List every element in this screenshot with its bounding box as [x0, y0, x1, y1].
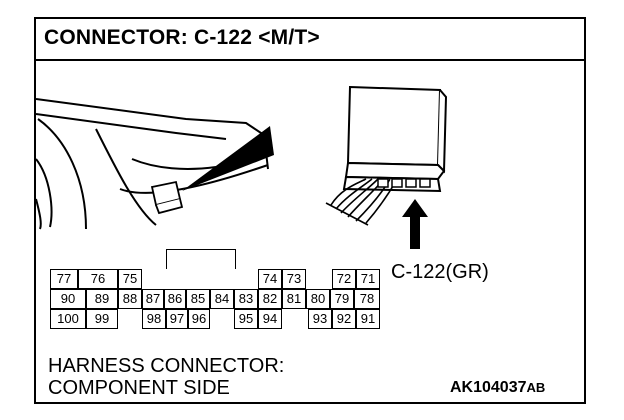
pin: 81 — [282, 289, 306, 309]
pin: 71 — [356, 269, 380, 289]
pin: 97 — [166, 309, 188, 329]
reference-code-suffix: AB — [526, 380, 546, 395]
harness-wires — [325, 178, 397, 226]
pin-grid-key — [166, 249, 236, 269]
pointer-wedge — [182, 126, 274, 191]
pin: 91 — [356, 309, 380, 329]
pin: 93 — [308, 309, 332, 329]
reference-code-main: AK104037 — [450, 379, 527, 396]
connector-clips — [377, 178, 431, 188]
pin: 72 — [332, 269, 356, 289]
pin: 92 — [332, 309, 356, 329]
component-box — [342, 85, 448, 193]
pin: 99 — [86, 309, 118, 329]
title-bar: CONNECTOR: C-122 <M/T> — [36, 19, 584, 61]
pin: 75 — [118, 269, 142, 289]
connector-label: C-122(GR) — [391, 261, 489, 283]
arrow-icon — [402, 199, 428, 249]
pin: 84 — [210, 289, 234, 309]
pin: 100 — [50, 309, 86, 329]
pin: 95 — [234, 309, 258, 329]
caption-line-2: COMPONENT SIDE — [48, 377, 230, 399]
pin: 76 — [78, 269, 118, 289]
pin: 73 — [282, 269, 306, 289]
caption-line-1: HARNESS CONNECTOR: — [48, 355, 285, 377]
pin: 86 — [164, 289, 186, 309]
pin: 98 — [142, 309, 166, 329]
pin: 74 — [258, 269, 282, 289]
pin: 83 — [234, 289, 258, 309]
pin: 87 — [142, 289, 164, 309]
dashboard-outline — [36, 98, 269, 230]
pin: 82 — [258, 289, 282, 309]
reference-code: AK104037AB — [450, 379, 545, 397]
pin: 79 — [330, 289, 354, 309]
pin: 89 — [86, 289, 118, 309]
illustration — [36, 85, 448, 249]
diagram-frame: CONNECTOR: C-122 <M/T> — [34, 17, 586, 404]
pin: 77 — [50, 269, 78, 289]
diagram-title: CONNECTOR: C-122 <M/T> — [44, 26, 320, 49]
pin: 94 — [258, 309, 282, 329]
pin: 78 — [354, 289, 380, 309]
pin: 88 — [118, 289, 142, 309]
dashboard-connector-icon — [150, 180, 184, 215]
pin: 90 — [50, 289, 86, 309]
pin: 80 — [306, 289, 330, 309]
pin: 96 — [188, 309, 210, 329]
pin: 85 — [186, 289, 210, 309]
